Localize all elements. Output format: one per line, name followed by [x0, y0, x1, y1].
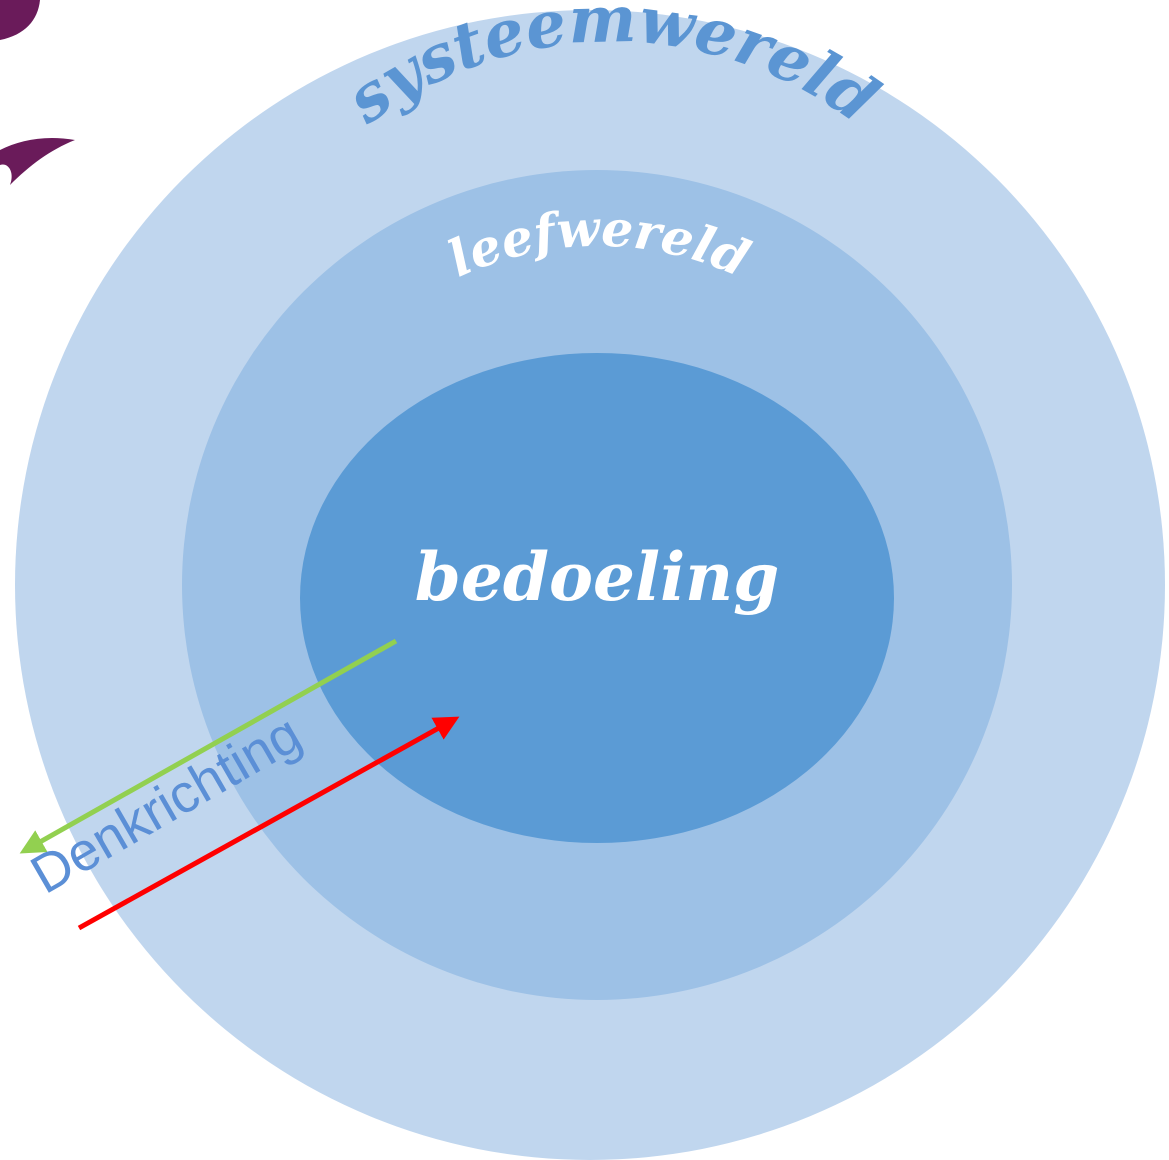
brush-stroke-middle [0, 138, 75, 185]
brush-stroke-top [0, 0, 40, 40]
inward-arrow [77, 716, 460, 931]
outward-arrow [19, 638, 398, 854]
decorative-brush-strokes [0, 0, 75, 185]
inner-core-label: bedoeling [415, 538, 780, 616]
